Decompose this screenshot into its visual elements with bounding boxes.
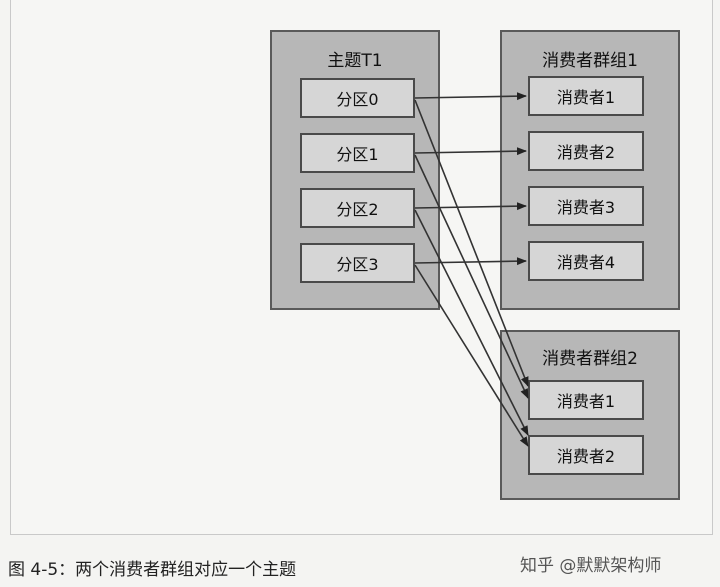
arrow-p1-g1c2 [414, 147, 527, 156]
watermark: 知乎 @默默架构师 [520, 556, 662, 576]
partition-0: 分区0 [300, 78, 415, 118]
group1-consumer-4: 消费者4 [528, 241, 644, 281]
arrow-p2-g1c3 [414, 202, 527, 211]
partition-2: 分区2 [300, 188, 415, 228]
arrow-p0-g1c1 [414, 92, 527, 101]
group2-consumer-1: 消费者1 [528, 380, 644, 420]
partition-3: 分区3 [300, 243, 415, 283]
figure-caption: 图 4-5：两个消费者群组对应一个主题 [8, 560, 297, 580]
group2-consumer-2: 消费者2 [528, 435, 644, 475]
consumer-group-2-title: 消费者群组2 [542, 349, 638, 369]
partition-1: 分区1 [300, 133, 415, 173]
group1-consumer-2: 消费者2 [528, 131, 644, 171]
group1-consumer-3: 消费者3 [528, 186, 644, 226]
topic-title: 主题T1 [327, 51, 383, 71]
arrow-p3-g2c2 [414, 264, 529, 447]
group1-consumer-1: 消费者1 [528, 76, 644, 116]
arrow-p2-g2c2 [414, 209, 529, 436]
arrow-p1-g2c1 [414, 154, 529, 399]
arrow-p0-g2c1 [414, 99, 529, 387]
arrow-p3-g1c4 [414, 257, 527, 266]
consumer-group-1-title: 消费者群组1 [542, 51, 638, 71]
